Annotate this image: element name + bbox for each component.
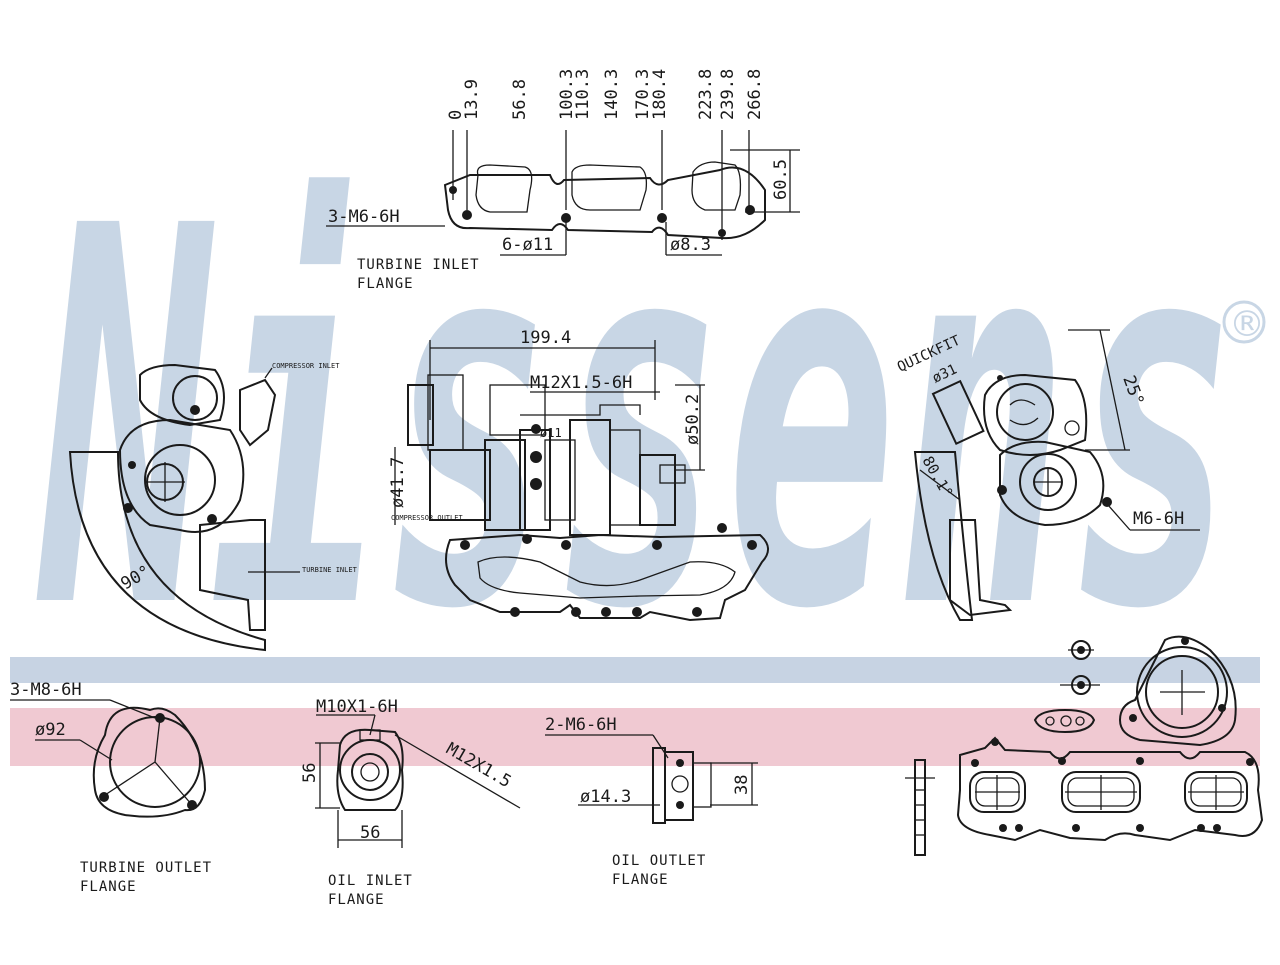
turbo-side-view [394, 340, 769, 622]
turbo-left-view [68, 363, 300, 652]
top-dimension-labels: 0 13.9 56.8 100.3 110.3 140.3 170.3 180.… [446, 69, 791, 200]
turbo-right-view [913, 329, 1200, 621]
label-38: 38 [732, 775, 752, 795]
turbine-outlet-flange-view [10, 699, 207, 818]
watermark: Nissens ® [10, 117, 1266, 766]
label-6-d11: 6-ø11 [502, 235, 553, 255]
label-m12x1-5-6h: M12X1.5-6H [530, 373, 632, 393]
label-turbine-inlet: TURBINE INLET [357, 257, 480, 273]
dim-0: 0 [446, 110, 466, 120]
gasket-kit [905, 635, 1264, 856]
label-oil-outlet-flange: FLANGE [612, 872, 669, 888]
label-turbine-outlet-flange: FLANGE [80, 879, 137, 895]
turbine-inlet-flange-view [326, 130, 800, 256]
dim-223-8: 223.8 [696, 69, 716, 120]
dim-239-8: 239.8 [718, 69, 738, 120]
label-d50-2: ø50.2 [683, 394, 703, 445]
dim-140-3: 140.3 [602, 69, 622, 120]
dim-180-4: 180.4 [650, 69, 670, 120]
label-d14-3: ø14.3 [580, 787, 631, 807]
tiny-compressor-outlet: COMPRESSOR OUTLET [391, 514, 463, 522]
label-turbine-inlet-flange: FLANGE [357, 276, 414, 292]
registered-mark-circle [1222, 300, 1266, 344]
label-m6-6h-right: M6-6H [1133, 509, 1184, 529]
label-2-m6-6h: 2-M6-6H [545, 715, 617, 735]
label-199-4: 199.4 [520, 328, 571, 348]
label-turbine-outlet: TURBINE OUTLET [80, 860, 212, 876]
dim-170-3: 170.3 [633, 69, 653, 120]
label-oil-outlet: OIL OUTLET [612, 853, 706, 869]
dim-60-5: 60.5 [771, 159, 791, 200]
label-3-m8-6h: 3-M8-6H [10, 680, 82, 700]
watermark-brand: Nissens [36, 117, 1240, 723]
watermark-band-blue [10, 657, 1260, 683]
label-m10x1-6h: M10X1-6H [316, 697, 398, 717]
tiny-compressor-inlet: COMPRESSOR INLET [272, 362, 340, 370]
dim-100-3: 100.3 [557, 69, 577, 120]
label-oil-inlet-flange: FLANGE [328, 892, 385, 908]
label-d11: ø11 [540, 426, 562, 440]
label-d92: ø92 [35, 720, 66, 740]
dim-13-9: 13.9 [462, 79, 482, 120]
dim-266-8: 266.8 [745, 69, 765, 120]
label-d8-3: ø8.3 [670, 235, 711, 255]
oil-inlet-flange-view [315, 714, 521, 848]
label-56-horizontal: 56 [360, 823, 380, 843]
tiny-turbine-inlet: TURBINE INLET [302, 566, 358, 574]
label-d41-7: ø41.7 [388, 457, 408, 508]
label-3-m6-6h: 3-M6-6H [328, 207, 400, 227]
registered-mark: ® [1229, 304, 1265, 345]
oil-outlet-flange-view [545, 734, 758, 824]
dim-56-8: 56.8 [510, 79, 530, 120]
label-56-vertical: 56 [300, 763, 320, 783]
label-oil-inlet: OIL INLET [328, 873, 413, 889]
dim-110-3: 110.3 [573, 69, 593, 120]
